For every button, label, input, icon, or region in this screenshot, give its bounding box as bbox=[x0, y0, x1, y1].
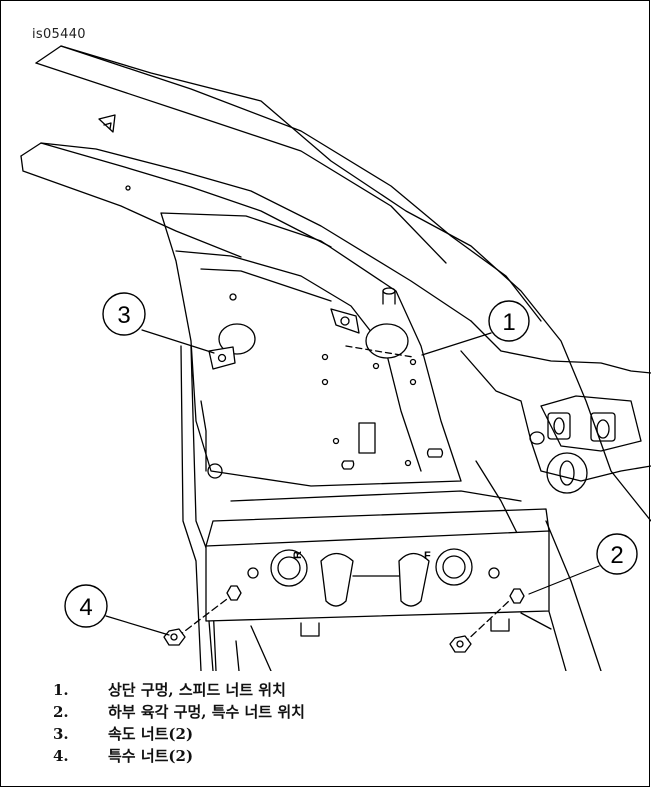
left-frame-member bbox=[180, 345, 223, 671]
callout-4: 4 bbox=[64, 584, 170, 636]
legend-number: 1. bbox=[53, 681, 69, 699]
legend-text: 특수 너트(2) bbox=[108, 747, 194, 765]
legend-text: 하부 육각 구멍, 특수 너트 위치 bbox=[108, 703, 305, 721]
figure-id: is05440 bbox=[32, 27, 86, 42]
callout-1-label: 1 bbox=[502, 309, 515, 336]
legend-number: 2. bbox=[53, 703, 69, 721]
legend-text: 상단 구멍, 스피드 너트 위치 bbox=[108, 681, 286, 699]
emboss-f: F bbox=[424, 550, 431, 562]
legend-list: 1. 상단 구멍, 스피드 너트 위치 2. 하부 육각 구멍, 특수 너트 위… bbox=[53, 679, 305, 767]
legend-item: 4. 특수 너트(2) bbox=[53, 745, 305, 767]
bracket-illustration: R F 1 2 3 4 bbox=[20, 45, 651, 671]
legend-text: 속도 너트(2) bbox=[108, 725, 194, 743]
legend-item: 3. 속도 너트(2) bbox=[53, 723, 305, 745]
callout-2: 2 bbox=[528, 533, 638, 595]
callout-3-label: 3 bbox=[117, 302, 130, 329]
emboss-r: R bbox=[292, 551, 304, 559]
callout-1: 1 bbox=[421, 300, 530, 356]
special-nuts bbox=[163, 598, 510, 653]
lower-cross-member bbox=[205, 490, 552, 671]
legend-item: 1. 상단 구멍, 스피드 너트 위치 bbox=[53, 679, 305, 701]
legend-number: 3. bbox=[53, 725, 69, 743]
legend-item: 2. 하부 육각 구멍, 특수 너트 위치 bbox=[53, 701, 305, 723]
callout-2-label: 2 bbox=[610, 542, 623, 569]
callout-3: 3 bbox=[102, 292, 215, 354]
frame-rail bbox=[20, 45, 651, 522]
callout-4-label: 4 bbox=[79, 594, 92, 621]
mounting-plate bbox=[160, 212, 462, 487]
legend-number: 4. bbox=[53, 747, 69, 765]
